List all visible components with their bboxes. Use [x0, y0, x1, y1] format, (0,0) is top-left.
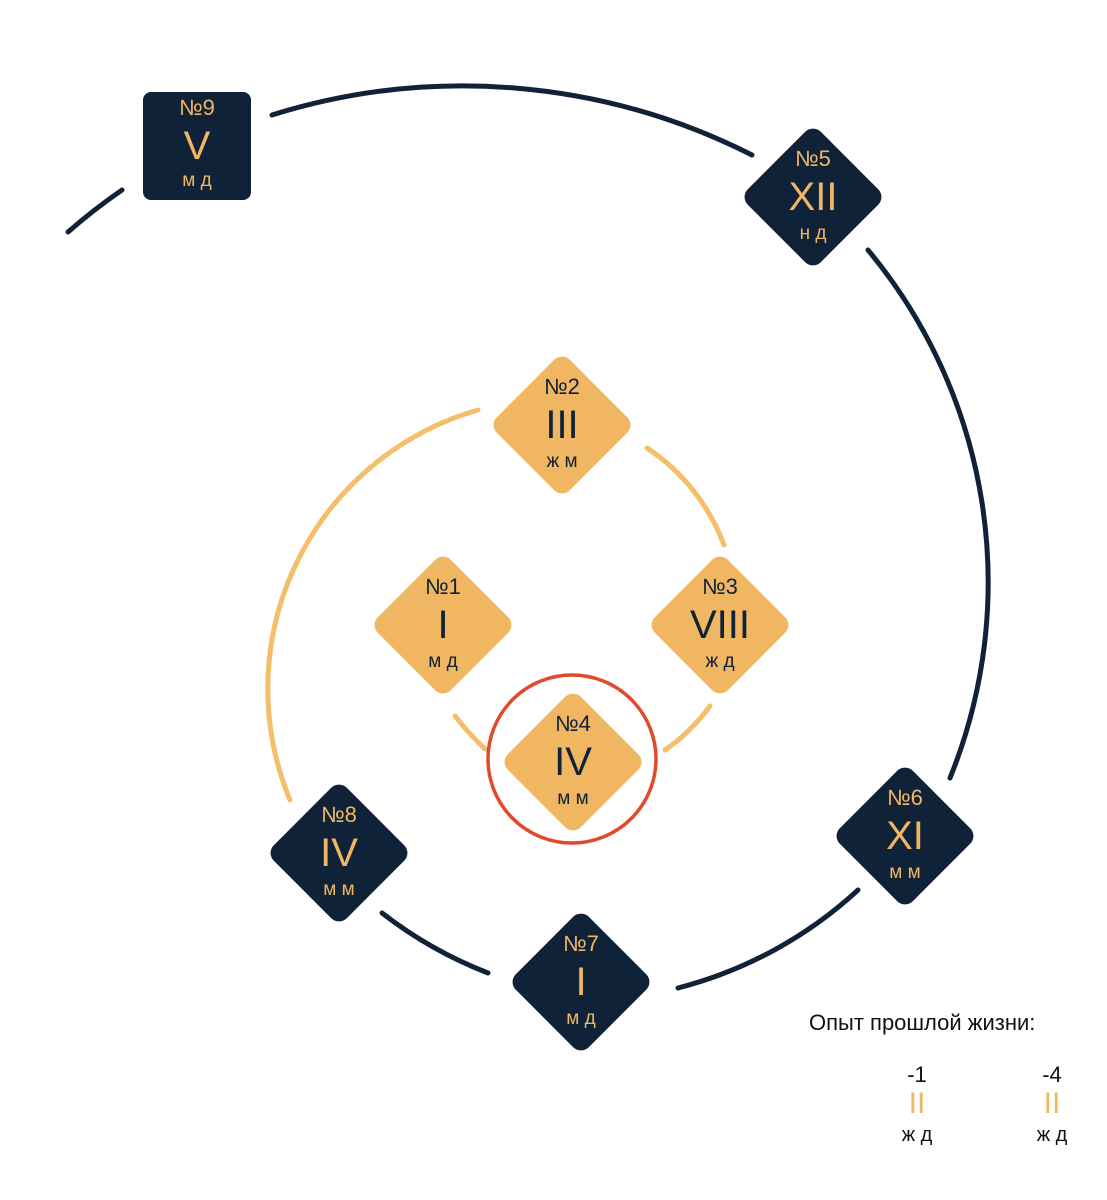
node-roman: I [437, 603, 448, 647]
node-code: м м [323, 879, 354, 900]
legend-item: -1 II ж д [882, 1062, 952, 1150]
node-shape [493, 356, 631, 494]
node-shape [143, 92, 251, 200]
node-number: №5 [795, 146, 831, 171]
legend-item-value: -1 [907, 1062, 927, 1087]
node-shape [744, 128, 882, 266]
node-code: м м [557, 788, 588, 809]
node-number: №9 [179, 95, 215, 120]
node-roman: IV [554, 740, 592, 784]
node-roman: XI [886, 814, 924, 858]
node-roman: V [184, 124, 211, 168]
arc-inner-1-4 [452, 713, 488, 752]
legend-item-code: ж д [901, 1124, 933, 1146]
legend-item-roman: II [908, 1087, 926, 1120]
legend-item-roman: II [1043, 1087, 1061, 1120]
node-roman: VIII [690, 603, 750, 647]
connector-arcs [65, 83, 991, 991]
node-shape [270, 784, 408, 922]
node-shape [836, 767, 974, 905]
node-number: №1 [425, 574, 461, 599]
arc-inner-1-2 [265, 407, 481, 803]
arc-outer-6-7 [675, 887, 861, 991]
arc-inner-3-4 [662, 703, 713, 753]
node-code: м м [889, 862, 920, 883]
node-code: м д [566, 1008, 595, 1029]
node-roman: XII [789, 175, 838, 219]
node-roman: I [575, 960, 586, 1004]
node-number: №3 [702, 574, 738, 599]
node-code: н д [800, 223, 827, 244]
legend: Опыт прошлой жизни: -1 II ж д -4 II ж д [795, 1010, 1095, 1170]
node-code: ж м [546, 451, 577, 472]
node-shape [512, 913, 650, 1051]
node-roman: III [545, 403, 578, 447]
arc-outer-9-5 [269, 83, 755, 158]
node-number: №2 [544, 374, 580, 399]
node-code: м д [182, 170, 211, 191]
node-number: №8 [321, 802, 357, 827]
arc-outer-left [65, 187, 125, 235]
node-roman: IV [320, 831, 358, 875]
arc-outer-7-8 [379, 910, 491, 976]
node-code: ж д [705, 651, 734, 672]
legend-item-value: -4 [1042, 1062, 1062, 1087]
node-number: №4 [555, 711, 591, 736]
legend-title: Опыт прошлой жизни: [809, 1010, 1036, 1035]
legend-item-code: ж д [1036, 1124, 1068, 1146]
node-shape [374, 556, 512, 694]
node-code: м д [428, 651, 457, 672]
node-shape [504, 693, 642, 831]
arc-outer-5-6 [865, 247, 991, 781]
node-shape [651, 556, 789, 694]
node-number: №6 [887, 785, 923, 810]
node-number: №7 [563, 931, 599, 956]
arc-inner-2-3 [644, 445, 727, 548]
legend-item: -4 II ж д [1017, 1062, 1087, 1150]
highlight-ring [486, 673, 658, 845]
